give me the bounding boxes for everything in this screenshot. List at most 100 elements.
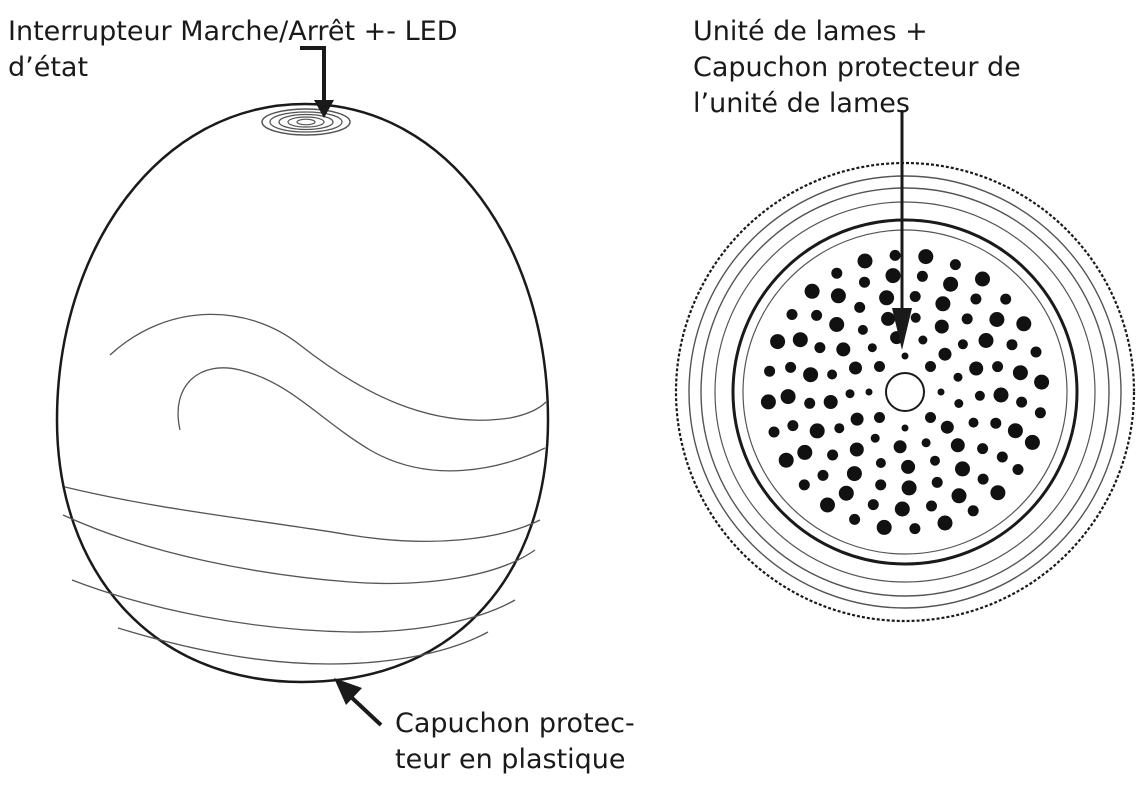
blade-hole bbox=[850, 412, 864, 426]
blade-hole bbox=[838, 485, 854, 501]
egg-body-outline bbox=[55, 102, 550, 684]
blade-hole bbox=[935, 296, 951, 312]
blade-hole bbox=[889, 249, 901, 261]
protective-cap-label-line1: Capuchon protec- bbox=[395, 708, 635, 739]
blade-hole bbox=[949, 259, 961, 271]
blade-hole bbox=[836, 342, 851, 357]
blade-hole bbox=[875, 479, 887, 491]
blade-hole bbox=[876, 519, 892, 535]
blade-unit-top-view bbox=[674, 161, 1136, 623]
blade-hole bbox=[834, 423, 845, 434]
blade-hole bbox=[925, 412, 936, 423]
protective-cap-label: Capuchon protec- teur en plastique bbox=[395, 706, 635, 778]
blade-hole bbox=[977, 473, 989, 485]
blade-unit-outer-ring-2 bbox=[700, 187, 1110, 597]
blade-hole bbox=[953, 372, 963, 382]
blade-hole bbox=[879, 290, 895, 306]
blade-hole bbox=[916, 270, 928, 282]
blade-hole bbox=[831, 267, 843, 279]
blade-hole bbox=[970, 293, 982, 305]
blade-hole bbox=[770, 334, 786, 350]
blade-unit-plate-ring bbox=[742, 229, 1068, 555]
blade-unit-label-line3: l’unité de lames bbox=[693, 88, 910, 119]
blade-hole bbox=[967, 505, 979, 517]
blade-hole bbox=[926, 500, 937, 512]
blade-hole bbox=[845, 389, 855, 399]
blade-holes bbox=[760, 249, 1050, 535]
blade-hole bbox=[804, 283, 820, 299]
blade-hole bbox=[989, 312, 1005, 327]
blade-hole bbox=[785, 361, 797, 373]
blade-hole bbox=[803, 367, 819, 383]
blade-hole bbox=[1034, 374, 1050, 390]
blade-hole bbox=[809, 423, 825, 439]
blade-hole bbox=[823, 395, 838, 409]
blade-hole bbox=[849, 442, 864, 457]
blade-hole bbox=[875, 458, 886, 468]
blade-hole bbox=[961, 313, 973, 325]
blade-hole bbox=[990, 485, 1006, 501]
blade-hole bbox=[778, 452, 794, 468]
blade-hole bbox=[846, 466, 862, 482]
blade-hole bbox=[857, 324, 868, 335]
blade-hole bbox=[943, 276, 959, 292]
cap-arrow bbox=[334, 678, 383, 727]
blade-hole bbox=[938, 347, 952, 361]
blade-hole bbox=[1024, 434, 1040, 450]
blade-hole bbox=[909, 523, 921, 535]
blade-hole bbox=[867, 343, 877, 353]
blade-hole bbox=[854, 301, 866, 313]
power-switch-label: Interrupteur Marche/Arrêt +- LED d’état bbox=[8, 14, 457, 86]
blade-hole bbox=[792, 332, 808, 348]
blade-unit-outer-ring bbox=[688, 175, 1122, 609]
blade-hole bbox=[934, 319, 949, 334]
blade-hole bbox=[797, 444, 813, 460]
blade-hole bbox=[901, 480, 917, 496]
blade-hole bbox=[901, 459, 916, 474]
egg-device bbox=[55, 102, 550, 684]
blade-hole bbox=[885, 268, 901, 284]
blade-hole bbox=[940, 420, 954, 434]
blade-hole bbox=[974, 390, 985, 401]
blade-hole bbox=[893, 440, 907, 454]
blade-hole bbox=[827, 369, 838, 380]
blade-hole bbox=[768, 426, 780, 438]
blade-hole bbox=[874, 361, 885, 372]
switch-arrow bbox=[300, 46, 334, 118]
blade-hole bbox=[978, 333, 994, 348]
blade-hole bbox=[1000, 293, 1012, 305]
blade-hole bbox=[1007, 423, 1023, 439]
blade-hole bbox=[867, 499, 879, 511]
blade-hole bbox=[951, 488, 967, 504]
blade-hole bbox=[865, 388, 873, 396]
blade-arrow bbox=[892, 110, 912, 350]
blade-hole bbox=[996, 451, 1008, 463]
blade-hole bbox=[955, 461, 970, 477]
blade-hole bbox=[918, 249, 934, 265]
blade-hole bbox=[787, 420, 799, 432]
power-switch-label-line1: Interrupteur Marche/Arrêt +- LED bbox=[8, 16, 458, 47]
blade-hole bbox=[870, 433, 880, 443]
blade-hole bbox=[780, 389, 796, 405]
blade-hole bbox=[957, 339, 968, 350]
blade-hole bbox=[937, 388, 945, 396]
blade-hole bbox=[909, 291, 921, 302]
blade-hole bbox=[820, 497, 835, 513]
blade-hole bbox=[968, 417, 979, 428]
blade-hole bbox=[817, 469, 829, 481]
blade-hole bbox=[901, 352, 909, 360]
blade-hole bbox=[798, 479, 810, 491]
blade-hole bbox=[975, 271, 990, 287]
blade-hole bbox=[1016, 396, 1028, 408]
blade-hole bbox=[804, 397, 816, 409]
blade-center-hole bbox=[885, 372, 925, 412]
blade-hole bbox=[937, 515, 953, 531]
blade-hole bbox=[1016, 316, 1032, 332]
blade-unit-inner-ring bbox=[714, 201, 1096, 583]
blade-hole bbox=[1006, 339, 1018, 351]
blade-unit-label-line1: Unité de lames + bbox=[693, 16, 928, 47]
blade-unit-label: Unité de lames + Capuchon protecteur de … bbox=[693, 14, 1021, 122]
blade-hole bbox=[894, 501, 910, 517]
protective-cap-label-line2: teur en plastique bbox=[395, 744, 626, 775]
egg-swirl-lines bbox=[62, 313, 547, 665]
